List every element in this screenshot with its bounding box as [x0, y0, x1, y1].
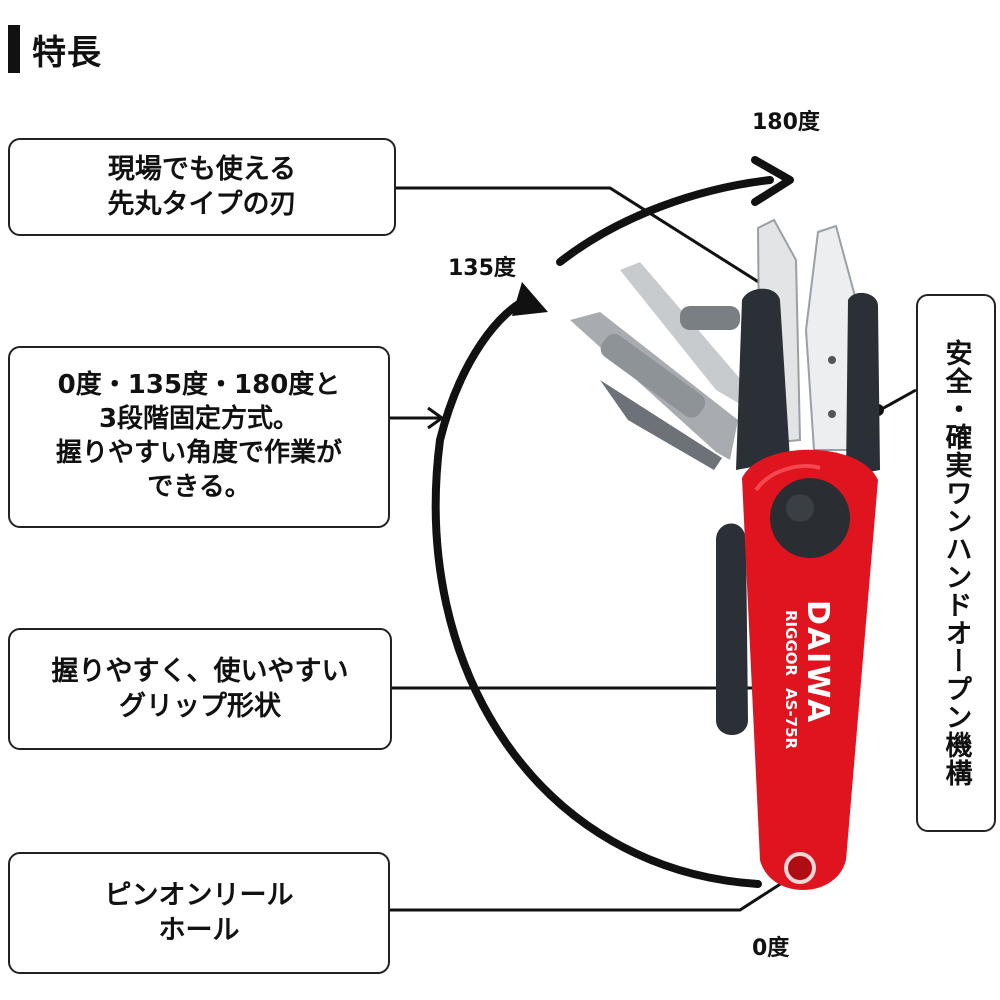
model-line: RIGGOR [782, 610, 800, 677]
leader-blade [396, 186, 769, 290]
arc-arrowhead-135 [512, 282, 548, 316]
blade-ghost-mid [620, 262, 748, 404]
angle-label-135: 135度 [448, 256, 516, 281]
leader-lock [879, 388, 917, 412]
brand-logo: DAIWA [800, 600, 835, 724]
leader-hole [390, 872, 797, 912]
callout-pin-reel-hole: ピンオンリール ホール [8, 852, 390, 974]
angle-label-180: 180度 [752, 110, 820, 135]
red-handle: DAIWA RIGGOR AS-75R [742, 449, 878, 890]
callout-one-hand-open: 安全・確実ワンハンドオープン機構 [916, 294, 996, 832]
callout-angle-positions: 0度・135度・180度と 3段階固定方式。 握りやすい角度で作業が できる。 [8, 346, 390, 528]
rotation-arc [431, 294, 762, 888]
heading-title: 特長 [32, 32, 102, 73]
callout-blade-tip: 現場でも使える 先丸タイプの刃 [8, 138, 396, 236]
leader-angle-arrow [427, 406, 445, 430]
angle-label-0: 0度 [752, 936, 790, 961]
section-heading: 特長 [8, 24, 102, 74]
rotation-arc-upper [556, 176, 774, 266]
blade-ghost-left [570, 312, 738, 470]
model-code: AS-75R [782, 688, 800, 750]
heading-accent-bar [8, 25, 20, 73]
opener-button [770, 478, 850, 558]
pin-on-reel-hole [784, 852, 816, 884]
arc-arrowhead-180 [751, 156, 794, 206]
dark-grips [716, 288, 880, 735]
callout-grip-shape: 握りやすく、使いやすい グリップ形状 [8, 628, 392, 750]
